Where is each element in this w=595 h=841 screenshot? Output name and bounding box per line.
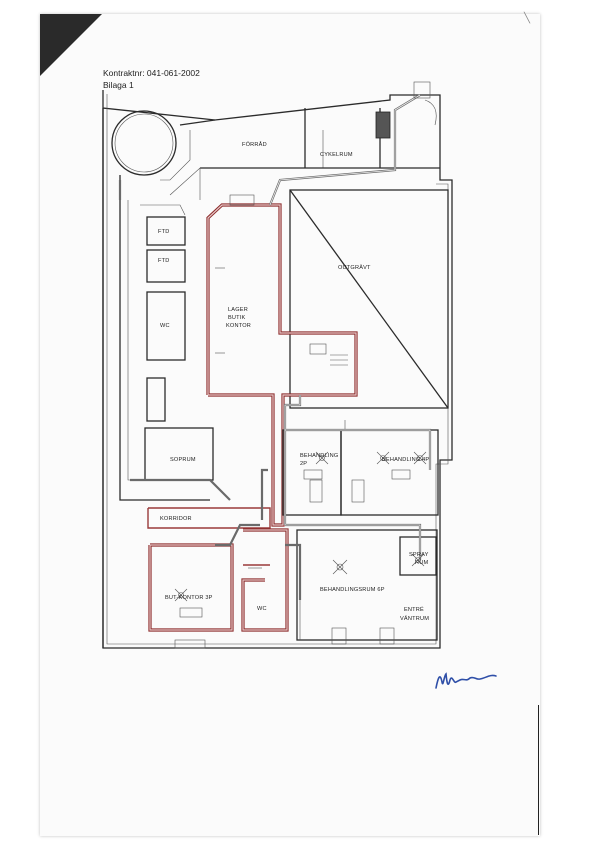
- contract-number: Kontraktnr: 041-061-2002: [103, 68, 200, 78]
- room-label-cykelrum: CYKELRUM: [320, 152, 353, 158]
- ducts: [118, 81, 437, 600]
- room-label-but-kontor: BUT-KONTOR 3P: [165, 595, 213, 601]
- excavated-area: [289, 189, 449, 409]
- room-label-ftd-2: FTD: [158, 258, 169, 264]
- document-header: Kontraktnr: 041-061-2002 Bilaga 1: [103, 67, 200, 91]
- room-label-lager: LAGER: [228, 307, 248, 313]
- handwritten-signature: [435, 672, 497, 689]
- room-label-behandling-2p-count: 2P: [300, 461, 307, 467]
- room-label-vantrum: VÄNTRUM: [400, 615, 429, 622]
- room-label-behandlingsrum-6p: BEHANDLINGSRUM 6P: [320, 587, 385, 593]
- room-label-spray-rum: RUM: [415, 560, 428, 566]
- room-label-wc-bottom: WC: [257, 606, 267, 612]
- room-label-ftd-1: FTD: [158, 229, 169, 235]
- diffusers: [174, 451, 427, 602]
- office-zone: [148, 528, 289, 632]
- room-label-outgravt: OUTGRÄVT: [338, 264, 371, 271]
- room-label-wc-left: WC: [160, 323, 170, 329]
- room-label-entre: ENTRÉ: [404, 606, 424, 613]
- room-label-soprum: SOPRUM: [170, 457, 196, 463]
- folded-corner: [40, 14, 102, 76]
- drawing-sheet: [40, 14, 540, 836]
- room-label-kontor: KONTOR: [226, 323, 251, 329]
- room-label-behandling-4p: BEHANDLING 4P: [382, 457, 429, 463]
- lower-right-rooms: [174, 529, 438, 649]
- treatment-rooms: [282, 420, 439, 516]
- storage-area: [160, 108, 440, 200]
- left-rooms: [119, 175, 214, 501]
- room-label-butik: BUTIK: [228, 315, 246, 321]
- corridor-zone: [147, 507, 271, 529]
- round-tank: [111, 110, 177, 176]
- corner-mark: ╲: [524, 13, 531, 24]
- lager-zone: [206, 203, 358, 527]
- annotation-marks: [179, 194, 411, 618]
- room-label-spray: SPRAY: [409, 552, 429, 558]
- room-label-behandling-2p: BEHANDLING: [300, 453, 338, 459]
- crop-line-right: [538, 705, 539, 835]
- room-label-forrad: FÖRRÅD: [242, 141, 267, 148]
- appendix-label: Bilaga 1: [103, 80, 134, 90]
- room-label-korridor: KORRIDOR: [160, 516, 192, 522]
